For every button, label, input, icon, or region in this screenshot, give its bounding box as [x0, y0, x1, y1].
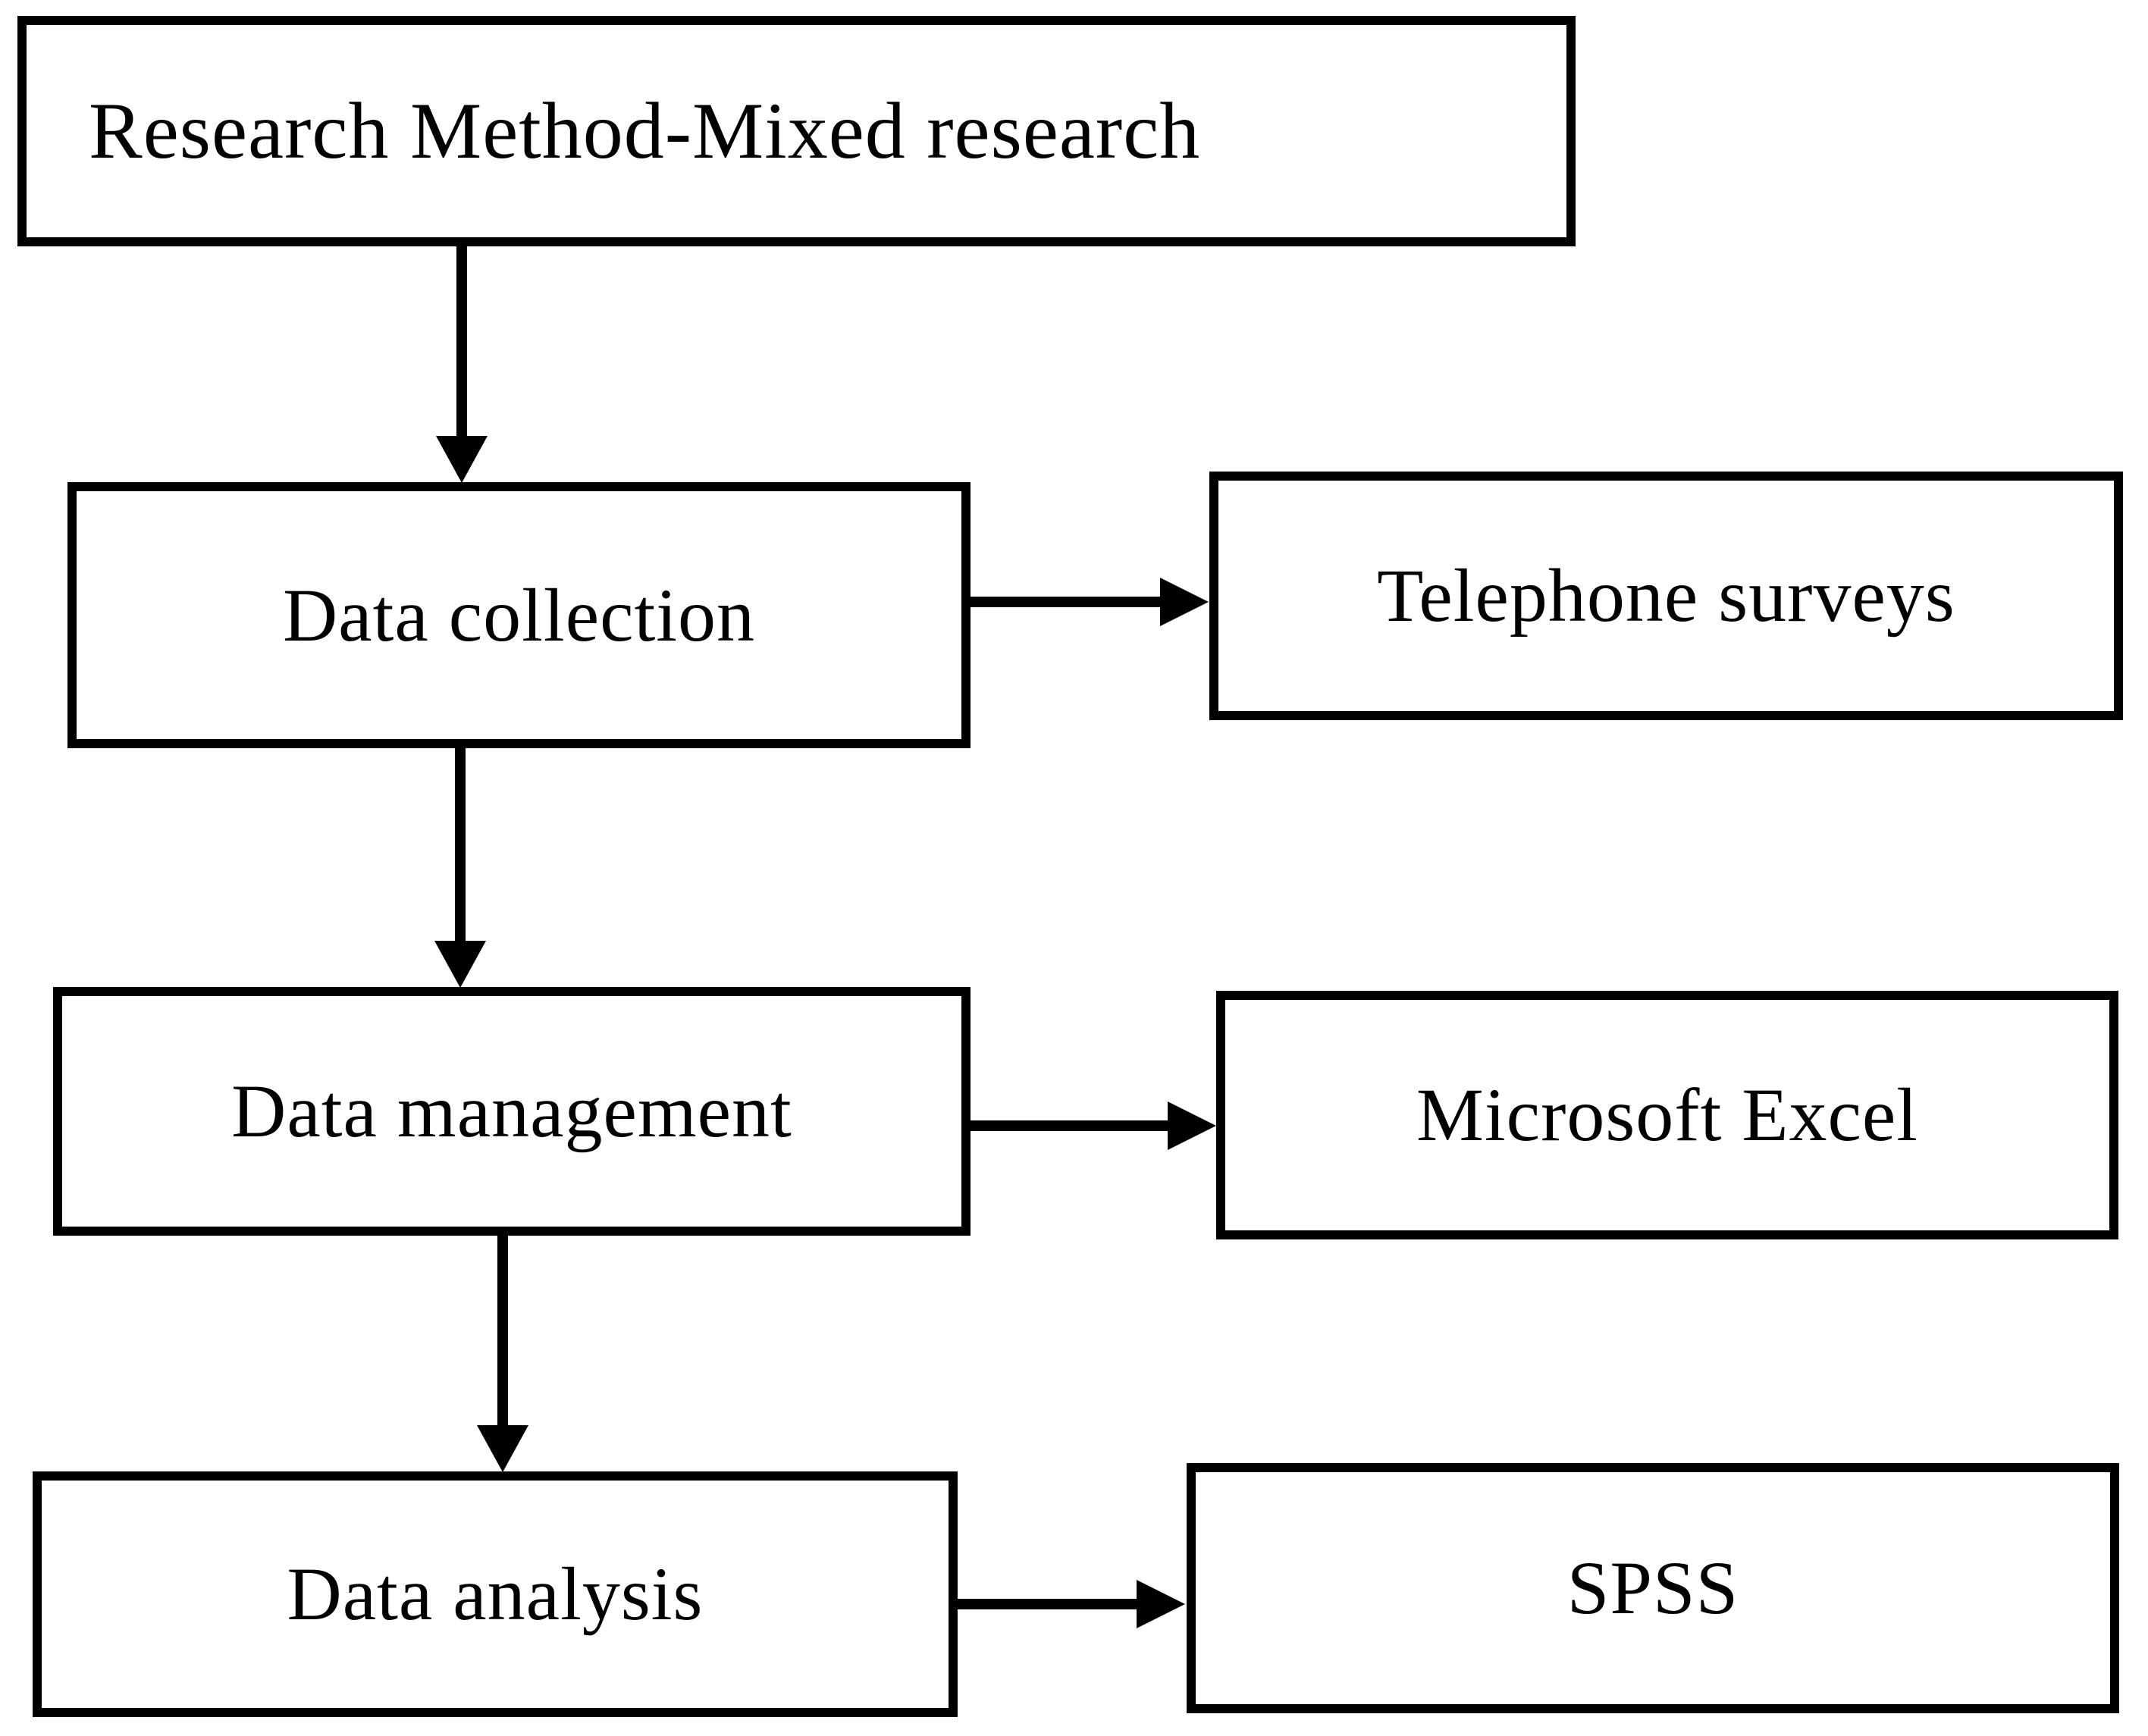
node-data-collection-label: Data collection: [282, 572, 756, 657]
arrow-right-head-icon: [1160, 578, 1209, 626]
arrow-shaft: [969, 1120, 1169, 1131]
node-data-analysis-label: Data analysis: [287, 1552, 704, 1636]
node-spss-label: SPSS: [1566, 1546, 1739, 1630]
node-telephone-surveys-label: Telephone surveys: [1377, 553, 1955, 638]
arrow-right-head-icon: [1137, 1580, 1185, 1628]
arrow-shaft: [497, 1234, 508, 1427]
node-microsoft-excel: Microsoft Excel: [1216, 991, 2118, 1239]
node-data-analysis: Data analysis: [33, 1471, 958, 1717]
arrow-down-head-icon: [477, 1425, 528, 1472]
node-telephone-surveys: Telephone surveys: [1209, 472, 2123, 720]
arrow-shaft: [956, 1599, 1138, 1609]
arrow-shaft: [455, 747, 466, 942]
node-spss: SPSS: [1187, 1463, 2119, 1713]
arrow-down-head-icon: [434, 941, 486, 988]
node-microsoft-excel-label: Microsoft Excel: [1416, 1073, 1919, 1157]
arrow-down-head-icon: [436, 436, 488, 483]
arrow-shaft: [969, 597, 1162, 607]
node-research-method-label: Research Method-Mixed research: [89, 86, 1201, 175]
arrow-shaft: [456, 245, 467, 437]
node-data-management: Data management: [53, 987, 971, 1236]
node-research-method: Research Method-Mixed research: [17, 16, 1576, 246]
node-data-management-label: Data management: [231, 1069, 792, 1153]
arrow-right-head-icon: [1168, 1101, 1216, 1150]
node-data-collection: Data collection: [67, 482, 971, 748]
